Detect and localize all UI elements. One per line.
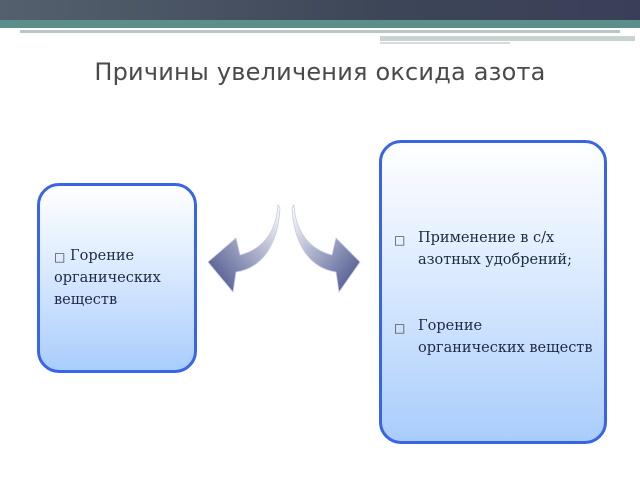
curved-arrows xyxy=(207,203,361,294)
header-stripe-accent xyxy=(380,36,635,41)
left-item-1-line-2: органических xyxy=(54,270,161,286)
right-curved-arrow-icon xyxy=(291,203,361,294)
header-stripe-thin xyxy=(20,30,620,33)
left-item-1-line-3: веществ xyxy=(54,292,118,308)
right-item-2-line-2: органических веществ xyxy=(418,340,593,356)
left-item-1-cont: органических веществ xyxy=(54,267,161,311)
bullet-icon: □ xyxy=(54,250,66,264)
left-curved-arrow-icon xyxy=(207,203,281,293)
left-cause-box xyxy=(37,183,197,373)
right-cause-box xyxy=(379,140,607,444)
slide-title: Причины увеличения оксида азота xyxy=(94,58,546,86)
bullet-icon: □ xyxy=(394,233,406,247)
right-item-1-line-2: азотных удобрений; xyxy=(418,252,572,268)
right-item-1: Применение в с/х азотных удобрений; xyxy=(418,227,572,271)
right-item-2-line-1: Горение xyxy=(418,318,483,334)
left-item-1: Горение xyxy=(70,245,134,267)
header-stripe-accent-small xyxy=(380,42,510,44)
right-item-2: Горение органических веществ xyxy=(418,315,593,359)
bullet-icon: □ xyxy=(394,321,406,335)
header-bar xyxy=(0,0,640,20)
right-item-1-line-1: Применение в с/х xyxy=(418,230,555,246)
header-stripe xyxy=(0,20,640,28)
left-item-1-line-1: Горение xyxy=(70,248,135,264)
